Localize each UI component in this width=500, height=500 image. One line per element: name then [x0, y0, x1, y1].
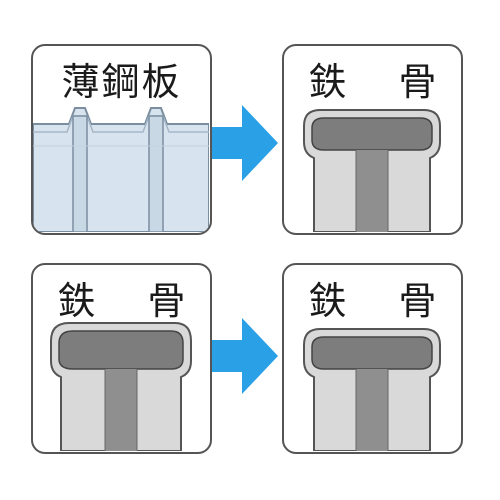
- steel-beam-illustration: [303, 328, 441, 451]
- panel-steel-frame-bottom-left: 鉄 骨: [31, 263, 212, 454]
- panel-steel-frame-top-right: 鉄 骨: [282, 44, 463, 235]
- panel-title: 鉄 骨: [308, 60, 437, 104]
- corrugated-plate-illustration: [33, 107, 209, 232]
- panel-title: 鉄 骨: [57, 279, 186, 323]
- panel-title: 薄鋼板: [61, 60, 182, 104]
- arrow-right-icon: [212, 105, 278, 181]
- steel-beam-illustration: [50, 322, 192, 451]
- panel-title: 鉄 骨: [308, 279, 437, 323]
- panel-steel-frame-bottom-right: 鉄 骨: [282, 263, 463, 454]
- panel-thin-steel-plate: 薄鋼板: [31, 44, 212, 235]
- arrow-right-icon: [212, 318, 278, 394]
- steel-beam-illustration: [303, 109, 441, 232]
